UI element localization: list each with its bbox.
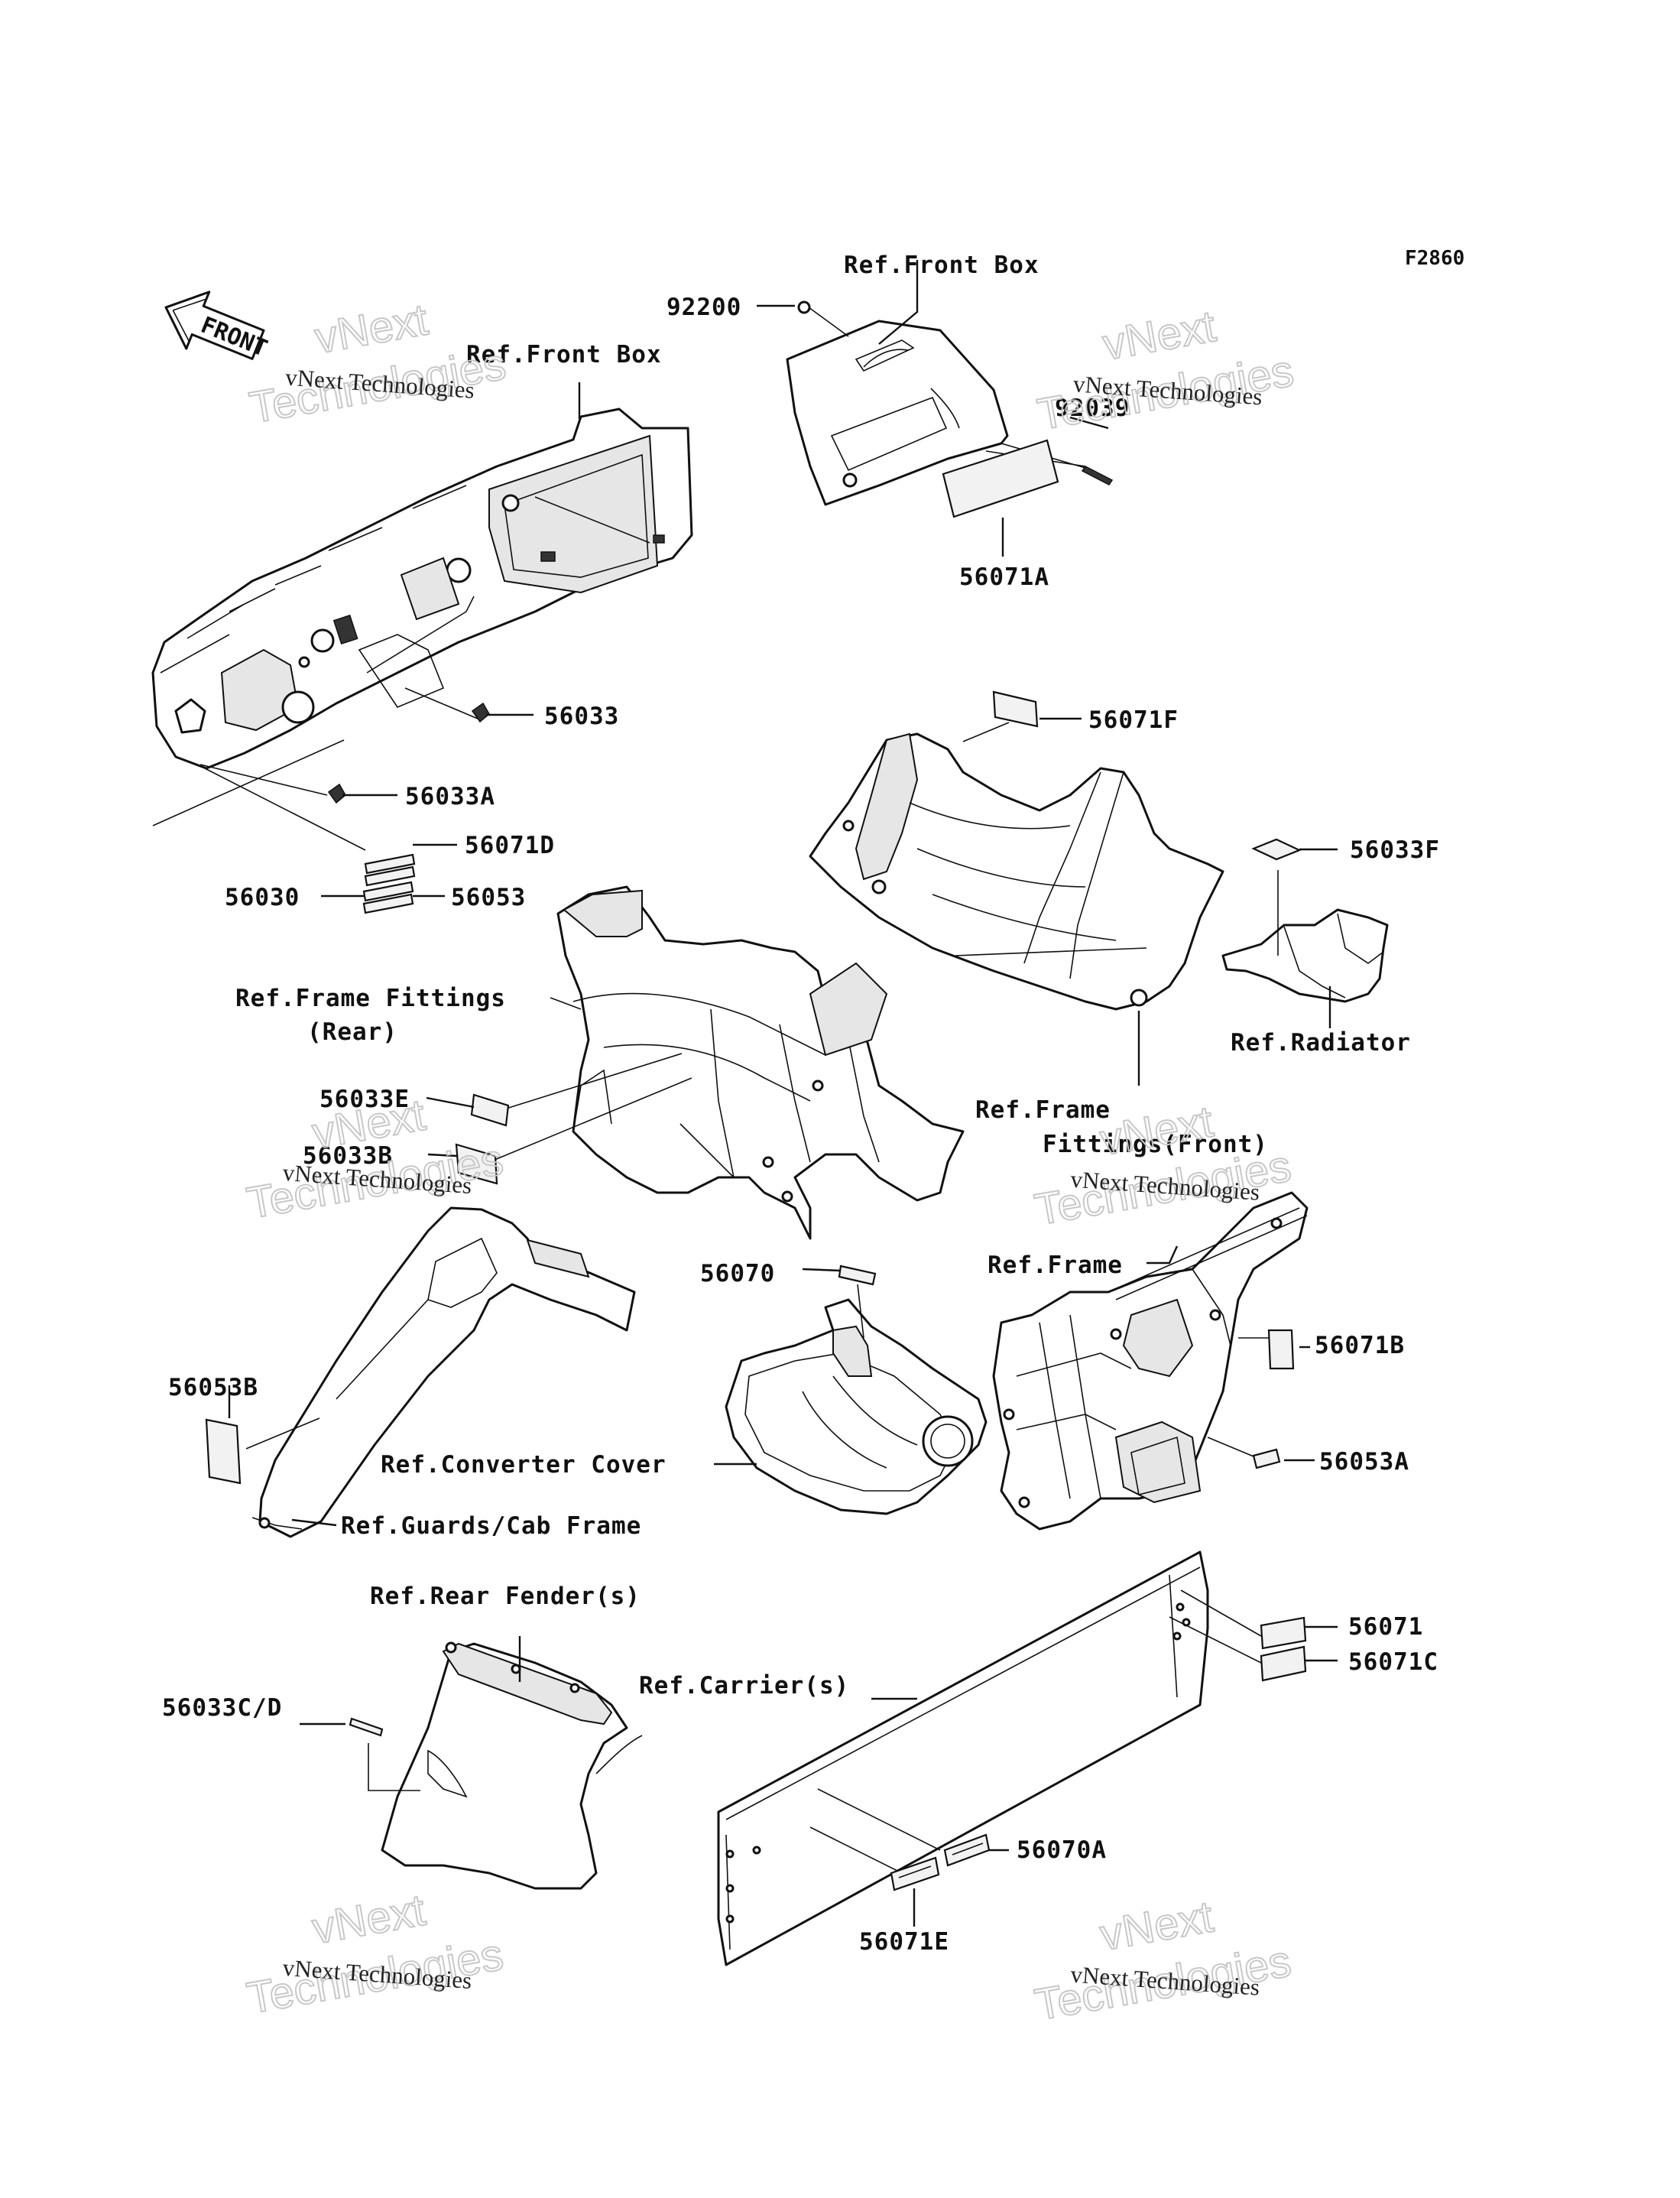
- label-ref-frame-fittings-rear-2: (Rear): [307, 1018, 397, 1046]
- decal-56053A-icon: [1252, 1448, 1281, 1469]
- decal-56053B-icon: [205, 1385, 337, 1527]
- converter-cover: [725, 1298, 988, 1515]
- decal-56070A-icon: [943, 1833, 991, 1867]
- label-ref-frame-fittings-front-2: Fittings(Front): [1043, 1131, 1268, 1158]
- svg-text:vNext: vNext: [311, 294, 431, 363]
- decal-56071F-icon: [992, 690, 1039, 728]
- label-56033: 56033: [544, 703, 619, 730]
- label-ref-guards-cab-frame: Ref.Guards/Cab Frame: [341, 1512, 641, 1540]
- front-box-leaders: [757, 260, 1114, 557]
- label-ref-frame-fittings-front: Ref.Frame: [975, 1096, 1111, 1124]
- guards-cab-frame: [251, 1206, 636, 1538]
- watermark-bottom-left: vNext Technologies vNext Technologies: [242, 1885, 508, 2024]
- label-56033A: 56033A: [405, 783, 495, 810]
- rear-fender-leaders: [300, 1636, 521, 1791]
- svg-text:vNext: vNext: [1097, 1891, 1217, 1960]
- decal-56033E-icon: [426, 1093, 510, 1127]
- label-56033B: 56033B: [303, 1142, 393, 1170]
- label-56071: 56071: [1348, 1613, 1423, 1641]
- figure-code: F2860: [1405, 247, 1464, 270]
- decal-56071-icon: [1260, 1616, 1307, 1650]
- label-56033F: 56033F: [1350, 836, 1440, 864]
- label-56071D: 56071D: [465, 832, 555, 859]
- labels: Ref.Front Box Ref.Front Box 92200 92039 …: [162, 252, 1440, 1956]
- label-56071F: 56071F: [1088, 706, 1179, 734]
- label-ref-frame: Ref.Frame: [988, 1252, 1123, 1279]
- carrier-panel: [717, 1550, 1209, 1966]
- label-ref-front-box-top: Ref.Front Box: [844, 252, 1039, 279]
- label-ref-front-box-left: Ref.Front Box: [466, 341, 662, 368]
- label-56070A: 56070A: [1017, 1836, 1107, 1864]
- label-56071B: 56071B: [1315, 1332, 1405, 1359]
- rear-frame-fittings: [556, 885, 965, 1240]
- svg-text:vNext: vNext: [309, 1885, 429, 1954]
- front-box-lid: [786, 320, 1009, 506]
- label-56070: 56070: [700, 1260, 775, 1287]
- watermark-bottom-right: vNext Technologies vNext Technologies: [1030, 1891, 1296, 2031]
- label-ref-frame-fittings-rear: Ref.Frame Fittings: [235, 985, 506, 1012]
- label-56033E: 56033E: [319, 1086, 410, 1113]
- radiator-bracket: [1221, 908, 1389, 1003]
- label-92200: 92200: [666, 294, 741, 321]
- watermark-top-right: vNext Technologies vNext Technologies: [1033, 300, 1299, 440]
- label-56030: 56030: [225, 884, 300, 911]
- part-56033-icon: [471, 702, 534, 723]
- rear-fender: [381, 1641, 643, 1890]
- front-frame-fittings: [809, 732, 1224, 1011]
- decal-56071A-icon: [942, 439, 1059, 518]
- label-56071E: 56071E: [859, 1928, 949, 1956]
- decal-56070-icon: [714, 1265, 877, 1466]
- label-56053A: 56053A: [1319, 1448, 1409, 1476]
- main-frame-leaders: [1146, 1245, 1315, 1462]
- main-frame: [992, 1191, 1309, 1531]
- label-56053B: 56053B: [168, 1374, 258, 1401]
- decal-56071D-icon: [364, 843, 457, 887]
- decal-56033F-icon: [1251, 838, 1338, 1028]
- label-56053: 56053: [451, 884, 526, 911]
- label-ref-radiator: Ref.Radiator: [1231, 1029, 1411, 1057]
- front-frame-leaders: [962, 717, 1140, 1086]
- decal-56033B-icon: [427, 1143, 498, 1185]
- watermark-top-left: vNext Technologies vNext Technologies: [245, 294, 511, 433]
- label-92039: 92039: [1055, 394, 1130, 422]
- carrier-leaders: [809, 1589, 1338, 1927]
- label-ref-converter-cover: Ref.Converter Cover: [381, 1451, 666, 1479]
- label-ref-rear-fenders: Ref.Rear Fender(s): [370, 1583, 641, 1610]
- leader-lines-left-top: [152, 382, 581, 851]
- decal-56053-icon: [321, 881, 445, 914]
- svg-text:vNext: vNext: [1099, 301, 1219, 370]
- decal-56071E-icon: [890, 1856, 940, 1891]
- label-56071C: 56071C: [1348, 1648, 1438, 1676]
- decal-56071C-icon: [1260, 1645, 1307, 1682]
- label-ref-carriers: Ref.Carrier(s): [639, 1672, 849, 1700]
- label-56033CD: 56033C/D: [162, 1694, 282, 1722]
- decal-56071B-icon: [1267, 1329, 1295, 1370]
- dashboard-panel: [151, 407, 693, 770]
- front-arrow-icon: FRONT: [164, 291, 271, 362]
- label-56071A: 56071A: [959, 563, 1049, 591]
- part-56033A-icon: [327, 783, 397, 804]
- decal-56033CD-icon: [349, 1717, 384, 1737]
- rear-frame-leaders: [488, 997, 692, 1163]
